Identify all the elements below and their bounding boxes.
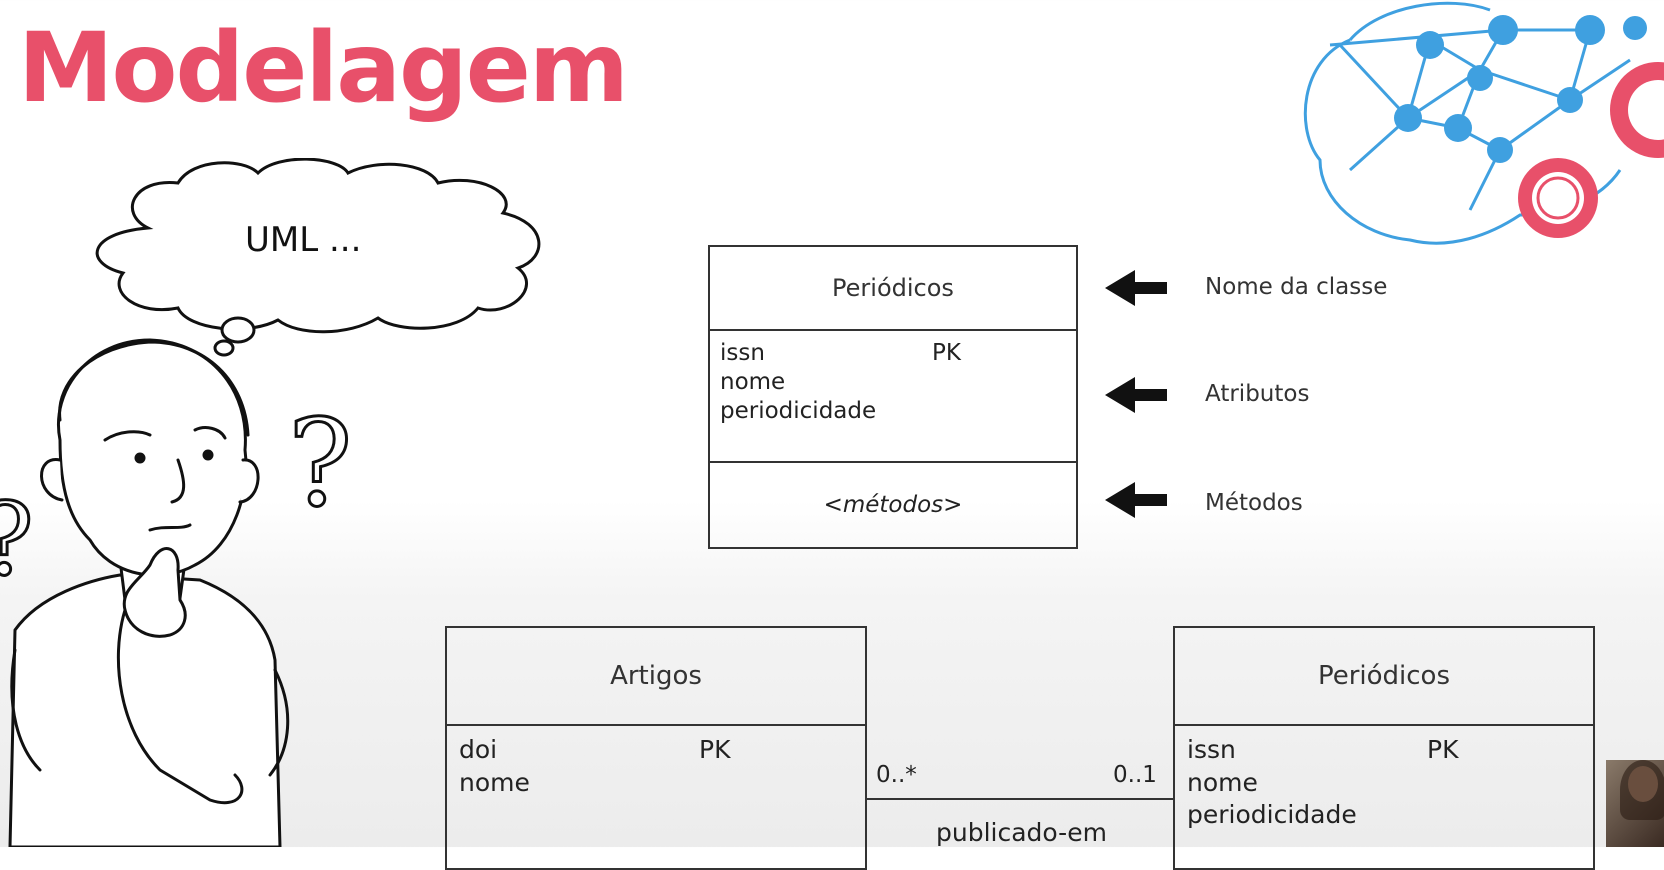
annotation-class-name: Nome da classe: [1205, 274, 1388, 300]
brain-network-icon: [1303, 1, 1664, 245]
attribute-periodicidade: periodicidade: [1187, 800, 1357, 829]
uml-class-name: Periódicos: [710, 247, 1076, 331]
question-mark-icon: ?: [286, 395, 353, 534]
pk-label: PK: [699, 735, 731, 764]
annotation-methods: Métodos: [1205, 490, 1303, 516]
uml-class-name: Artigos: [447, 628, 865, 726]
arrows-group: [1105, 270, 1167, 518]
uml-class-name: Periódicos: [1175, 628, 1593, 726]
attribute-nome: nome: [720, 368, 786, 395]
uml-class-periodicos: Periódicos issn nome periodicidade PK: [1173, 626, 1595, 870]
pk-label: PK: [1427, 735, 1459, 764]
association-label: publicado-em: [936, 818, 1107, 847]
annotation-attributes: Atributos: [1205, 381, 1310, 407]
thinking-person-illustration: [8, 338, 290, 847]
uml-attributes: issn nome periodicidade PK: [710, 331, 1076, 461]
gear-icon: [1518, 62, 1664, 238]
webcam-thumbnail: [1606, 760, 1664, 847]
multiplicity-right: 0..1: [1113, 762, 1157, 788]
uml-methods: <métodos>: [710, 461, 1076, 547]
uml-attributes: doi nome PK: [447, 726, 865, 807]
attribute-doi: doi: [459, 735, 498, 764]
uml-attributes: issn nome periodicidade PK: [1175, 726, 1593, 840]
thought-text: UML ...: [245, 220, 362, 260]
attribute-nome: nome: [459, 767, 530, 797]
question-mark-icon: ?: [0, 488, 35, 591]
uml-class-example: Periódicos issn nome periodicidade PK <m…: [708, 245, 1078, 549]
multiplicity-left: 0..*: [876, 762, 917, 788]
uml-class-artigos: Artigos doi nome PK: [445, 626, 867, 870]
pk-label: PK: [932, 340, 961, 366]
attribute-nome: nome: [1187, 767, 1258, 797]
thought-cloud: [95, 158, 541, 357]
attribute-issn: issn: [720, 340, 765, 366]
attribute-issn: issn: [1187, 735, 1236, 764]
association-line: [865, 798, 1173, 800]
slide-title: Modelagem: [18, 12, 629, 124]
attribute-periodicidade: periodicidade: [720, 397, 877, 424]
